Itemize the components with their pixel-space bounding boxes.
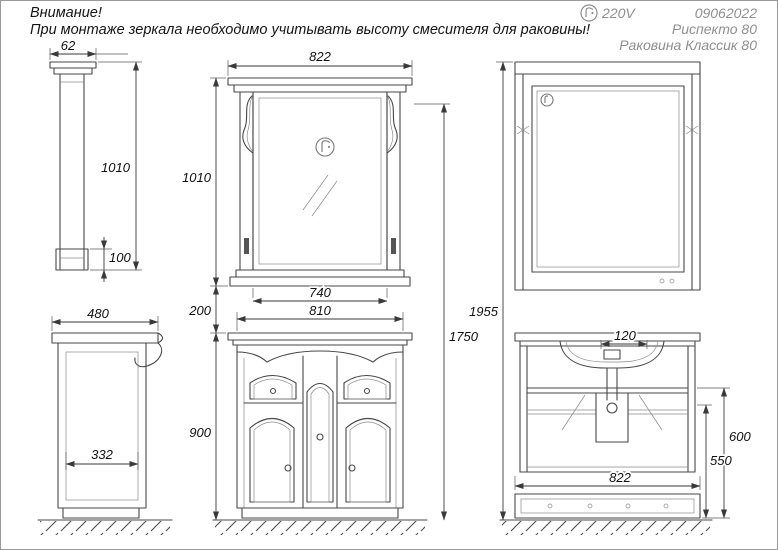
knob — [363, 387, 371, 395]
faucet-logo-icon — [580, 4, 598, 22]
model-label: Риспекто 80 — [672, 21, 757, 37]
dim-mirror-width: 822 — [227, 47, 413, 76]
voltage-label: 220V — [601, 5, 636, 21]
fastener-dot — [669, 278, 675, 284]
overflow-box — [603, 349, 621, 360]
dim-label-total-height: 1955 — [469, 304, 499, 319]
dim-label-mirror-width: 822 — [309, 49, 331, 64]
date-code-label: 09062022 — [695, 5, 758, 21]
dim-label-mirror-height: 1010 — [182, 170, 212, 185]
dim-left-chain: 1010 200 900 — [180, 77, 228, 521]
dim-label-back-upper-height: 600 — [729, 429, 751, 444]
cabinet-back-view — [514, 332, 701, 519]
dim-label-cabinet-height: 900 — [189, 425, 211, 440]
dim-cabinet-depth: 480 — [51, 304, 159, 331]
cabinet-side-view — [51, 332, 164, 519]
right-hanger-mark — [685, 125, 699, 135]
right-drawer — [343, 374, 391, 400]
back-plinth — [514, 493, 701, 519]
knob — [348, 464, 356, 472]
left-drawer — [249, 374, 297, 400]
dim-label-upper-height: 1750 — [449, 329, 479, 344]
center-door — [306, 382, 334, 503]
knob — [316, 433, 324, 441]
dim-label-cabinet-back-width: 822 — [609, 470, 631, 485]
dim-cabinet-back-width: 822 — [514, 468, 701, 490]
dim-mirror-glass-width: 740 — [252, 283, 388, 305]
right-door — [345, 417, 391, 503]
right-corbel — [386, 94, 398, 154]
ground-hatch — [37, 519, 713, 535]
dim-back-upper-height: 600 — [697, 387, 753, 519]
left-hanger-mark — [516, 125, 530, 135]
dim-label-gap: 200 — [188, 303, 211, 318]
dim-sink-offset: 120 — [600, 326, 648, 349]
dim-cabinet-width: 810 — [236, 301, 404, 331]
sink-model-label: Раковина Классик 80 — [619, 37, 757, 53]
dim-label-cabinet-width: 810 — [309, 303, 331, 318]
dim-label-mirror-glass-width: 740 — [309, 285, 331, 300]
dim-label-mirror-depth: 62 — [61, 38, 76, 53]
warning-note: Внимание! При монтаже зеркала необходимо… — [30, 5, 590, 38]
mirror-front-view — [227, 77, 413, 287]
left-sconce — [244, 238, 249, 254]
mirror-side-view — [49, 61, 97, 271]
dim-mirror-ledge: 100 — [90, 237, 133, 282]
dim-mirror-depth: 62 — [49, 36, 128, 60]
warning-title: Внимание! — [30, 5, 102, 21]
dim-label-mirror-side-height: 1010 — [101, 160, 131, 175]
dim-label-sink-offset: 120 — [614, 328, 636, 343]
faucet-logo-icon — [315, 137, 335, 157]
dim-total-height: 1955 — [467, 61, 513, 521]
dim-back-lower-height: 550 — [697, 404, 734, 519]
mirror-back-view — [514, 61, 701, 291]
dim-label-side-inner-width: 332 — [91, 447, 113, 462]
dim-label-mirror-ledge: 100 — [109, 250, 131, 265]
drain-hole — [606, 402, 618, 414]
counter-nose-profile — [134, 342, 163, 368]
cabinet-front-view — [227, 332, 413, 519]
dim-side-inner-width: 332 — [65, 445, 139, 470]
knob — [284, 464, 292, 472]
plinth — [241, 507, 399, 519]
title-block: 220V 09062022 Риспекто 80 Раковина Класс… — [580, 4, 758, 53]
fastener-dot — [659, 278, 665, 284]
left-corbel — [242, 94, 254, 154]
dim-label-back-lower-height: 550 — [710, 453, 732, 468]
knob — [269, 387, 277, 395]
right-sconce — [391, 238, 396, 254]
dim-mirror-side-height: 1010 — [90, 61, 142, 271]
sink-bowl-outline — [559, 340, 665, 369]
left-door — [249, 417, 295, 503]
dim-label-cabinet-depth: 480 — [87, 306, 109, 321]
apron-curve — [236, 350, 404, 363]
faucet-logo-icon — [540, 93, 554, 107]
warning-body: При монтаже зеркала необходимо учитывать… — [30, 22, 590, 38]
dim-upper-height: 1750 — [414, 103, 480, 521]
